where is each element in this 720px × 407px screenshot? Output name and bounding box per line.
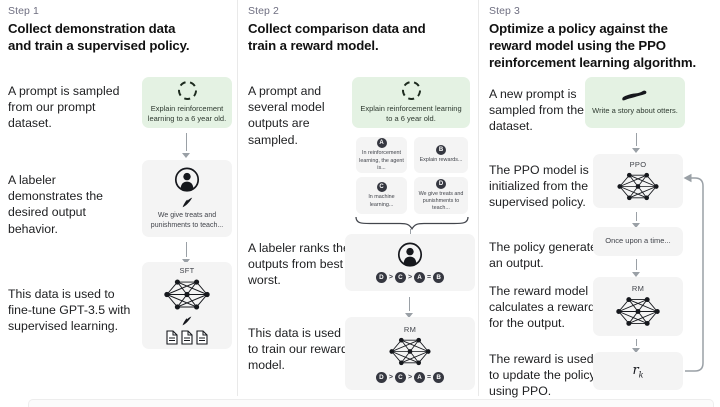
rank-item: A xyxy=(414,272,426,283)
sft-label: SFT xyxy=(179,266,195,275)
person-icon xyxy=(174,167,200,192)
arrow-down-icon xyxy=(403,297,416,318)
update-policy-label: The reward is used to update the policy … xyxy=(489,352,596,399)
answer-letter: D xyxy=(436,178,446,189)
sampling-icon xyxy=(399,78,423,103)
answer-chip-a: A In reinforcement learning, the agent i… xyxy=(356,137,407,173)
rank-item: C xyxy=(394,371,406,383)
ranking-box: D > C > A = B xyxy=(345,234,475,291)
rank-item: B xyxy=(433,272,445,283)
labeler-demo-box: We give treats and punishments to teach.… xyxy=(142,160,232,237)
step-3-title: Optimize a policy against the reward mod… xyxy=(489,20,717,71)
neural-network-icon xyxy=(616,297,660,326)
new-prompt-label: A new prompt is sampled from the dataset… xyxy=(489,87,585,134)
prompt-text: Explain reinforcement learning to a 6 ye… xyxy=(360,103,462,123)
rm-label: RM xyxy=(631,284,645,293)
answer-text: In machine learning... xyxy=(368,194,395,208)
rank-separator: > xyxy=(388,373,393,381)
output-box: Once upon a time... xyxy=(593,227,683,256)
person-icon xyxy=(397,242,423,267)
answer-text: In reinforcement learning, the agent is.… xyxy=(359,150,404,171)
ranking-row: D > C > A = B xyxy=(375,272,445,283)
prompt-box: Explain reinforcement learning to a 6 ye… xyxy=(142,77,232,128)
answer-chip-c: C In machine learning... xyxy=(356,177,407,214)
labeler-demonstrates-label: A labeler demonstrates the desired outpu… xyxy=(8,173,104,236)
arrow-down-icon xyxy=(180,242,193,264)
prompt-text: Write a story about otters. xyxy=(592,106,678,116)
rank-separator: = xyxy=(427,274,432,281)
rank-item: D xyxy=(375,272,387,283)
answer-letter: A xyxy=(376,138,387,149)
rank-separator: = xyxy=(427,373,432,381)
cutoff-next-section xyxy=(28,399,714,407)
ppo-box: PPO xyxy=(593,154,683,208)
sft-box: SFT xyxy=(142,262,232,349)
prompt-text: Explain reinforcement learning to a 6 ye… xyxy=(147,103,227,123)
step-1-title: Collect demonstration data and train a s… xyxy=(8,20,233,54)
prompt-outputs-label: A prompt and several model outputs are s… xyxy=(248,84,325,147)
labeler-ranks-label: A labeler ranks the outputs from best to… xyxy=(248,241,357,288)
rank-separator: > xyxy=(407,373,413,381)
ranking-row: D > C > A = B xyxy=(375,371,445,383)
rank-item: C xyxy=(394,272,406,283)
prompt-sampled-label: A prompt is sampled from our prompt data… xyxy=(8,84,120,131)
prompt-box: Write a story about otters. xyxy=(585,77,685,128)
column-divider xyxy=(478,0,479,396)
rank-item: B xyxy=(433,371,445,383)
rm-box: RM D > C > A = B xyxy=(345,317,475,390)
column-divider xyxy=(237,0,238,396)
neural-network-icon xyxy=(617,172,659,200)
neural-network-icon xyxy=(389,337,431,365)
title-line: Collect demonstration data xyxy=(8,21,176,36)
ppo-label: PPO xyxy=(629,159,647,169)
output-text: Once upon a time... xyxy=(605,236,671,246)
title-line: reward model using the PPO xyxy=(489,38,666,54)
otter-icon xyxy=(622,91,647,101)
reward-symbol: rk xyxy=(632,362,644,380)
answer-letter: B xyxy=(436,145,446,156)
prompt-box: Explain reinforcement learning to a 6 ye… xyxy=(352,77,470,128)
title-line: Collect comparison data and xyxy=(248,21,426,36)
rank-separator: > xyxy=(407,274,413,281)
rank-item: D xyxy=(375,371,387,383)
step-2-title: Collect comparison data and train a rewa… xyxy=(248,20,473,54)
arrow-down-icon xyxy=(180,133,193,158)
policy-output-label: The policy generates an output. xyxy=(489,240,604,271)
rank-separator: > xyxy=(388,274,393,281)
title-line: reinforcement learning algorithm. xyxy=(489,55,697,71)
quill-icon xyxy=(182,197,192,208)
documents-icon xyxy=(166,330,208,345)
title-line: train a reward model. xyxy=(248,38,379,54)
step-2-label: Step 2 xyxy=(248,5,279,17)
reward-value-box: rk xyxy=(593,352,683,390)
brace-icon xyxy=(355,216,469,230)
demo-text: We give treats and punishments to teach.… xyxy=(150,212,224,229)
rank-item: A xyxy=(414,371,426,383)
arrow-down-icon xyxy=(630,339,643,353)
answer-letter: C xyxy=(376,182,387,193)
rm-reward-label: The reward model calculates a reward for… xyxy=(489,284,595,331)
rm-label: RM xyxy=(403,324,417,334)
ppo-init-label: The PPO model is initialized from the su… xyxy=(489,163,589,210)
quill-icon xyxy=(182,316,192,326)
answer-text: Explain rewards... xyxy=(419,157,463,164)
answer-text: We give treats and punishments to teach.… xyxy=(418,190,464,212)
arrow-down-icon xyxy=(630,133,643,153)
finetune-label: This data is used to fine-tune GPT-3.5 w… xyxy=(8,287,131,334)
step-3-label: Step 3 xyxy=(489,5,520,17)
neural-network-icon xyxy=(164,279,210,310)
sampling-icon xyxy=(175,78,199,103)
arrow-down-icon xyxy=(630,212,643,228)
answer-chip-b: B Explain rewards... xyxy=(414,137,468,173)
train-rm-label: This data is used to train our reward mo… xyxy=(248,326,348,373)
arrow-down-icon xyxy=(630,259,643,277)
step-1-label: Step 1 xyxy=(8,5,39,17)
title-line: and train a supervised policy. xyxy=(8,38,190,54)
rm-box: RM xyxy=(593,277,683,336)
answer-chip-d: D We give treats and punishments to teac… xyxy=(414,177,468,214)
title-line: Optimize a policy against the xyxy=(489,21,668,36)
